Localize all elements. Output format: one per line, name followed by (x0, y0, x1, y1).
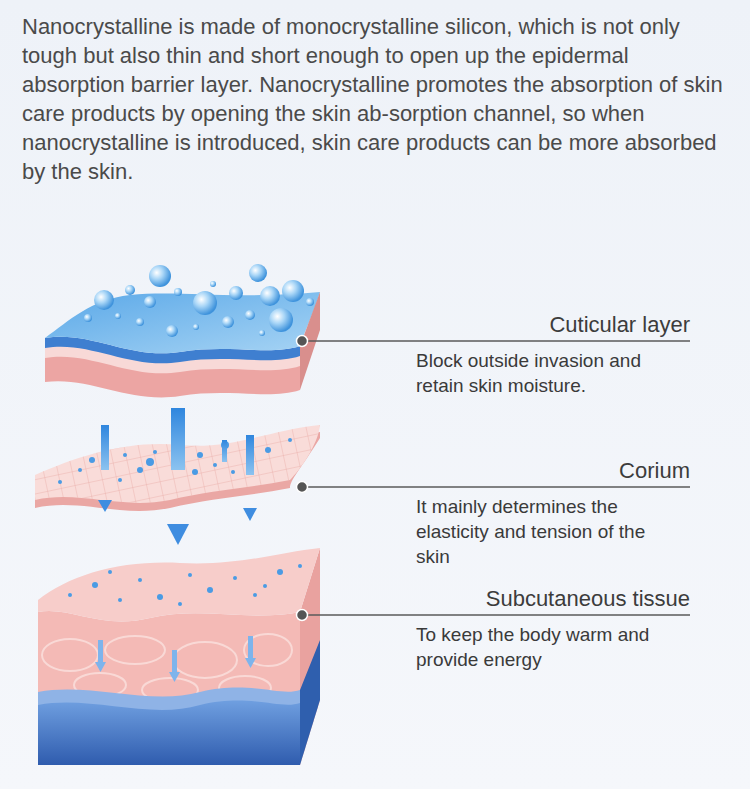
dot-shape (207, 587, 213, 593)
dot-shape (229, 286, 243, 300)
skin-shape (38, 701, 300, 765)
skin-shape (38, 548, 320, 621)
leader-line (302, 614, 690, 615)
skin-shape (167, 524, 189, 545)
dot-shape (146, 458, 154, 466)
skin-shape (248, 636, 253, 658)
dot-shape (231, 470, 235, 474)
leader-dot (297, 482, 308, 493)
skin-shape (42, 639, 98, 671)
dot-shape (222, 316, 234, 328)
dot-shape (263, 584, 267, 588)
dot-shape (166, 325, 178, 337)
absorption-arrows (98, 408, 257, 545)
dot-shape (78, 468, 82, 472)
dot-shape (58, 480, 62, 484)
dot-shape (210, 281, 216, 287)
dot-shape (213, 463, 217, 467)
dot-shape (115, 313, 121, 319)
dot-shape (249, 264, 267, 282)
dot-shape (178, 602, 182, 606)
dot-shape (197, 452, 203, 458)
skin-shape (246, 435, 254, 475)
dot-shape (89, 457, 95, 463)
corium-figure (35, 408, 320, 545)
dot-shape (94, 290, 114, 310)
cuticular-layer-figure (45, 264, 320, 397)
dot-shape (138, 578, 142, 582)
dot-shape (265, 447, 271, 453)
skin-shape (222, 440, 227, 462)
skin-shape (245, 658, 256, 668)
skin-shape (95, 662, 106, 672)
dot-shape (108, 570, 112, 574)
dot-shape (118, 598, 122, 602)
dot-shape (123, 453, 127, 457)
layer-label: Subcutaneous tissue To keep the body warm… (416, 586, 690, 672)
layer-description: To keep the body warm and provide energy (416, 622, 666, 672)
inner-arrows (95, 636, 256, 682)
dot-shape (288, 438, 292, 442)
skin-shape (172, 650, 177, 672)
skin-shape (105, 636, 165, 664)
layer-name: Subcutaneous tissue (416, 586, 690, 612)
skin-shape (98, 500, 112, 512)
dot-shape (149, 265, 171, 287)
dot-shape (277, 569, 283, 575)
dot-shape (157, 594, 163, 600)
skin-shape (98, 640, 103, 662)
layer-description: Block outside invasion and retain skin m… (416, 348, 666, 398)
bubbles (84, 264, 314, 337)
leader-line (302, 486, 690, 487)
caption-text: Nanocrystalline is made of monocrystalli… (22, 12, 734, 186)
dot-shape (84, 314, 92, 322)
dot-shape (253, 593, 257, 597)
leader-line (302, 340, 690, 341)
dot-shape (174, 288, 182, 296)
dot-shape (92, 582, 98, 588)
dot-shape (259, 330, 265, 336)
dot-shape (233, 576, 237, 580)
skin-shape (38, 688, 300, 765)
dot-shape (118, 478, 122, 482)
dot-shape (188, 573, 192, 577)
layer-label: Corium It mainly determines the elasticit… (416, 458, 690, 569)
leader-dot (297, 336, 308, 347)
leader-dot (297, 610, 308, 621)
skin-shape (171, 408, 185, 470)
skin-shape (45, 292, 320, 353)
skin-shape (169, 672, 180, 682)
dot-shape (193, 291, 217, 315)
layer-name: Corium (416, 458, 690, 484)
subcutaneous-figure (38, 548, 320, 765)
layer-description: It mainly determines the elasticity and … (416, 494, 666, 569)
dot-shape (245, 310, 255, 320)
dot-shape (306, 298, 314, 306)
layer-name: Cuticular layer (416, 312, 690, 338)
dot-shape (193, 324, 199, 330)
skin-shape (173, 642, 237, 678)
skin-shape (300, 640, 320, 765)
dot-shape (136, 318, 144, 326)
skin-shape (38, 611, 300, 765)
dot-shape (137, 467, 143, 473)
dot-shape (144, 296, 156, 308)
dot-shape (282, 280, 304, 302)
skin-shape (101, 425, 109, 470)
dot-shape (192, 469, 198, 475)
dot-shape (68, 593, 72, 597)
dot-shape (260, 286, 280, 306)
dot-shape (153, 450, 157, 454)
dot-shape (298, 564, 302, 568)
layer-label: Cuticular layerBlock outside invasion an… (416, 312, 690, 398)
skin-shape (243, 508, 257, 521)
dot-shape (269, 308, 293, 332)
absorbed-dots (68, 564, 302, 606)
dot-shape (125, 285, 135, 295)
